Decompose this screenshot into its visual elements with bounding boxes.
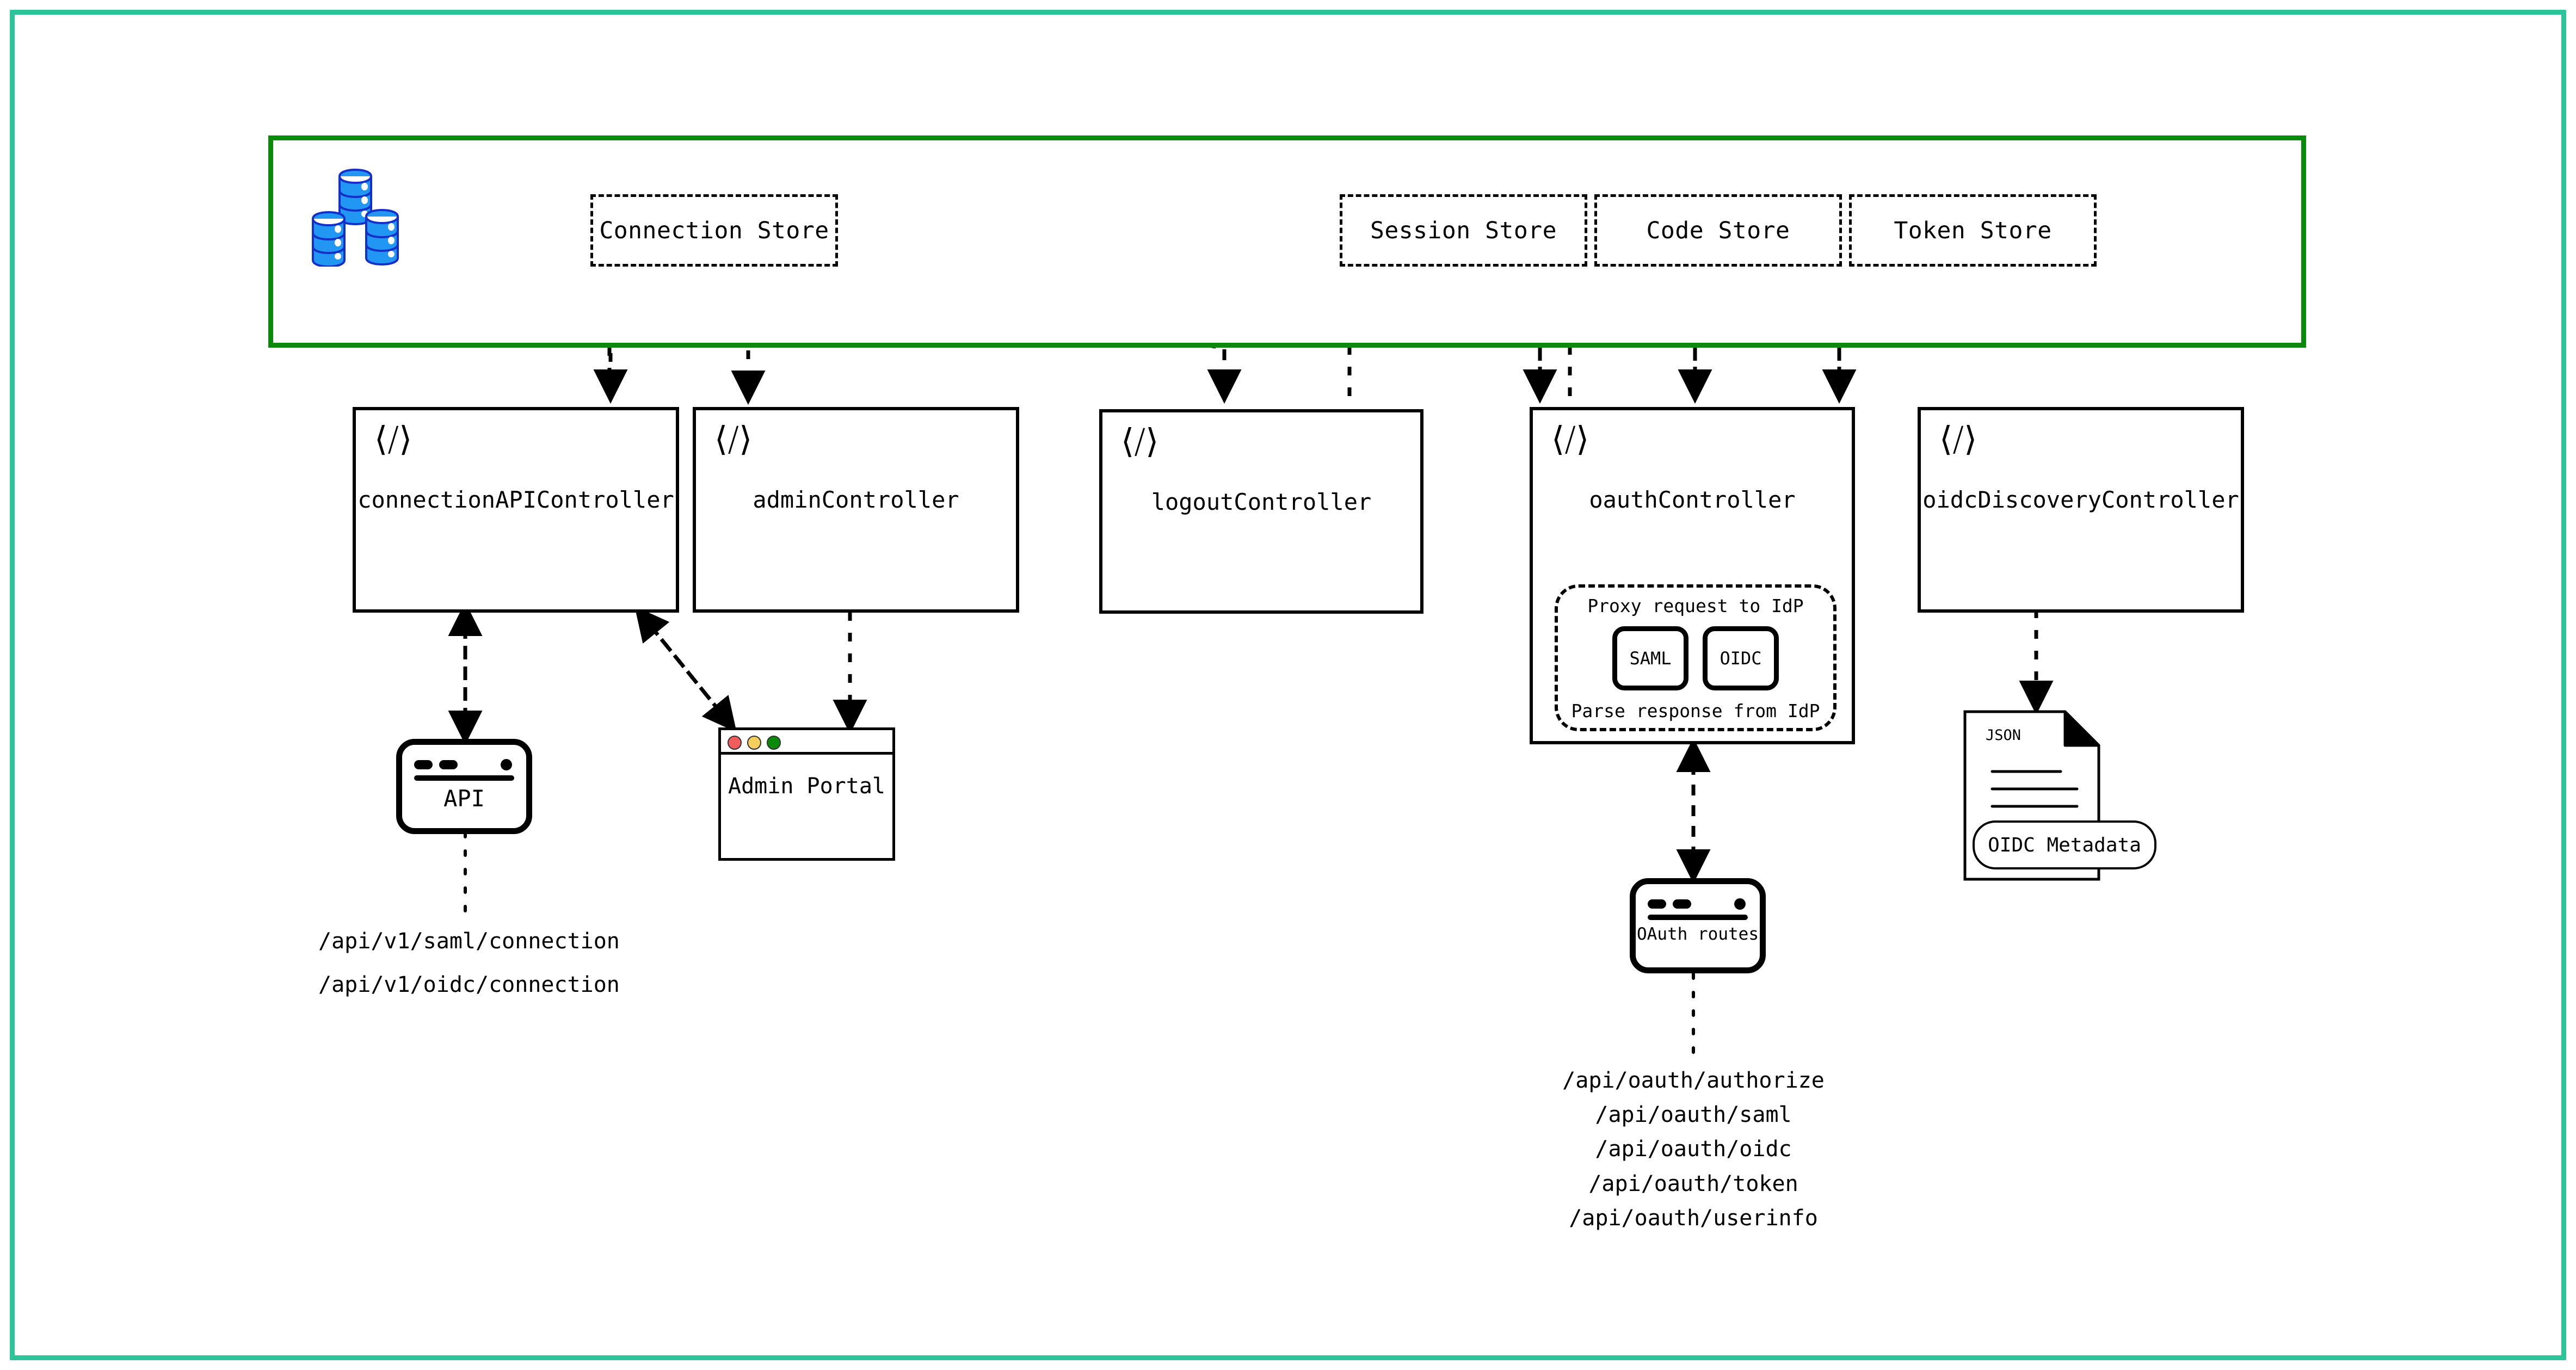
controller-label: logoutController [1151, 489, 1372, 515]
code-icon: ⟨/⟩ [1551, 419, 1589, 459]
oauth-route: /api/oauth/userinfo [1569, 1205, 1818, 1231]
controller-label: adminController [753, 486, 959, 513]
store-label: Token Store [1894, 217, 2052, 244]
store-label: Session Store [1370, 217, 1557, 244]
oidc-metadata-node[interactable]: JSON OIDC Metadata [1962, 708, 2156, 883]
store-box-code[interactable]: Code Store [1594, 194, 1842, 267]
admin-portal-title: Admin Portal [728, 774, 885, 799]
browser-titlebar [721, 730, 892, 755]
api-title: API [443, 785, 485, 812]
code-icon: ⟨/⟩ [1939, 419, 1977, 459]
oidc-metadata-label-chip: OIDC Metadata [1973, 820, 2156, 869]
window-dash-icon [414, 760, 433, 769]
controller-logout[interactable]: ⟨/⟩ logoutController [1099, 409, 1423, 614]
admin-portal-node[interactable]: Admin Portal [718, 727, 895, 861]
store-box-token[interactable]: Token Store [1849, 194, 2097, 267]
json-doc-type-label: JSON [1986, 727, 2021, 744]
traffic-light-maximize-icon[interactable] [767, 736, 781, 750]
oauth-routes-node[interactable]: OAuth routes [1630, 878, 1766, 973]
window-dash-icon [1673, 899, 1691, 909]
window-rule [414, 775, 514, 781]
api-url: /api/v1/oidc/connection [318, 972, 620, 997]
proxy-idp-block: Proxy request to IdP SAML OIDC Parse res… [1555, 584, 1837, 731]
window-dot-icon [501, 759, 512, 770]
controller-admin[interactable]: ⟨/⟩ adminController [693, 407, 1019, 613]
store-box-session[interactable]: Session Store [1340, 194, 1587, 267]
traffic-light-minimize-icon[interactable] [747, 736, 761, 750]
oauth-routes-title: OAuth routes [1637, 924, 1759, 944]
api-url-list: /api/v1/saml/connection /api/v1/oidc/con… [318, 919, 620, 1007]
oidc-metadata-label: OIDC Metadata [1988, 834, 2141, 856]
api-node[interactable]: API [396, 739, 532, 834]
code-icon: ⟨/⟩ [714, 419, 753, 459]
controller-label: oidcDiscoveryController [1922, 486, 2239, 513]
oauth-route: /api/oauth/oidc [1595, 1137, 1792, 1162]
api-url: /api/v1/saml/connection [318, 929, 620, 954]
proxy-top-text: Proxy request to IdP [1587, 595, 1804, 616]
oauth-route-list: /api/oauth/authorize /api/oauth/saml /ap… [1476, 1064, 1911, 1236]
window-dot-icon [1734, 898, 1746, 910]
code-icon: ⟨/⟩ [1121, 421, 1159, 461]
oauth-route: /api/oauth/authorize [1562, 1068, 1825, 1093]
code-icon: ⟨/⟩ [374, 419, 412, 459]
store-box-connection[interactable]: Connection Store [590, 194, 838, 267]
oauth-route: /api/oauth/token [1588, 1171, 1798, 1196]
store-label: Code Store [1646, 217, 1790, 244]
idp-chip-row: SAML OIDC [1612, 626, 1779, 690]
controller-connection-api[interactable]: ⟨/⟩ connectionAPIController [353, 407, 679, 613]
oauth-routes-titlebar [1648, 895, 1748, 920]
controller-oauth[interactable]: ⟨/⟩ oauthController Proxy request to IdP… [1530, 407, 1855, 744]
outer-frame [10, 10, 2566, 1360]
store-label: Connection Store [599, 217, 829, 244]
api-titlebar [414, 756, 514, 781]
window-dash-icon [439, 760, 458, 769]
controller-label: connectionAPIController [358, 486, 674, 513]
oauth-route: /api/oauth/saml [1595, 1102, 1792, 1128]
proxy-bottom-text: Parse response from IdP [1571, 700, 1820, 721]
idp-chip-oidc[interactable]: OIDC [1703, 626, 1779, 690]
window-rule [1648, 915, 1748, 920]
controller-oidc-discovery[interactable]: ⟨/⟩ oidcDiscoveryController [1918, 407, 2244, 613]
idp-chip-label: OIDC [1720, 648, 1762, 669]
database-stack-icon [307, 169, 424, 268]
window-dash-icon [1648, 899, 1666, 909]
controller-label: oauthController [1589, 486, 1796, 513]
idp-chip-label: SAML [1629, 648, 1672, 669]
traffic-light-close-icon[interactable] [728, 736, 742, 750]
idp-chip-saml[interactable]: SAML [1612, 626, 1688, 690]
